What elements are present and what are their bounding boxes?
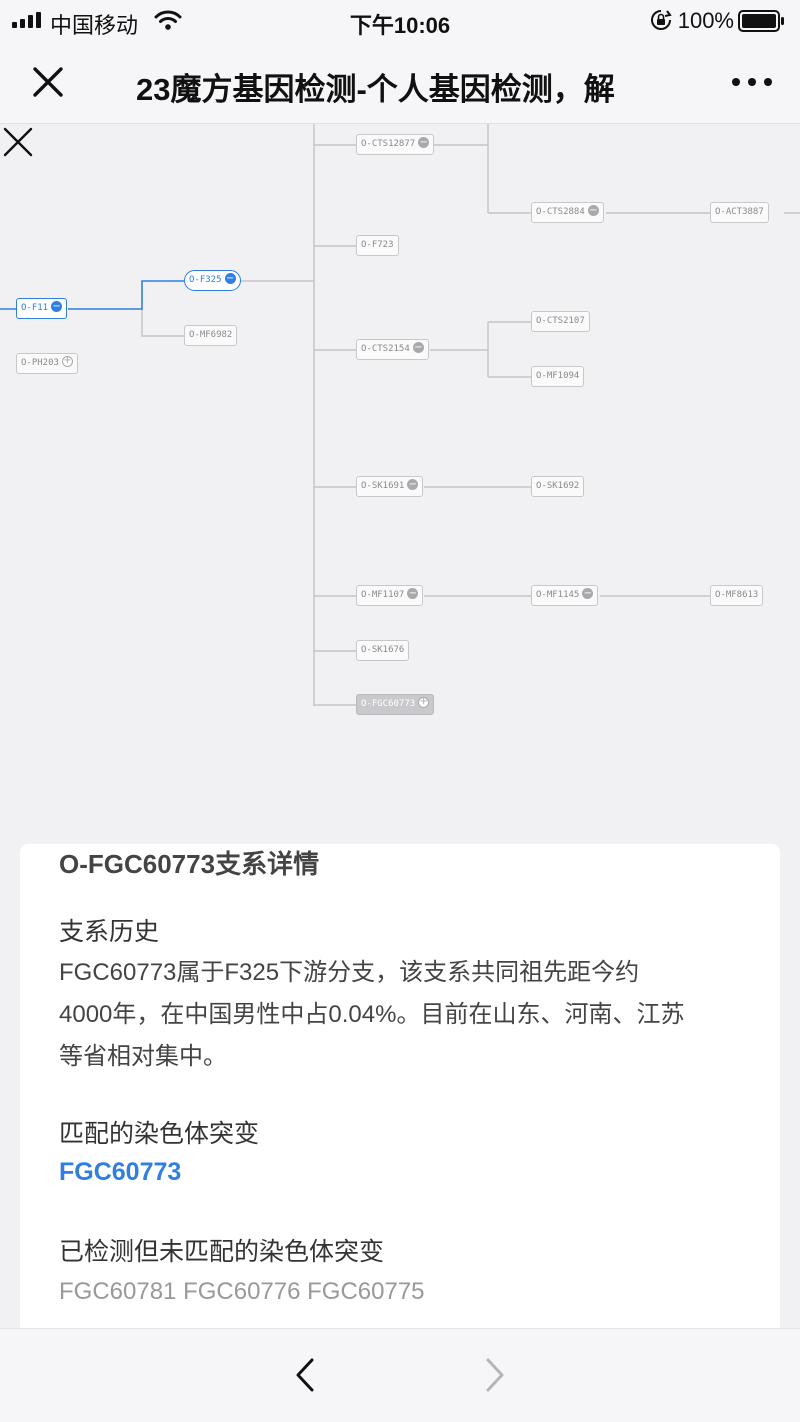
history-text: FGC60773属于F325下游分支，该支系共同祖先距今约 4000年，在中国男… — [59, 959, 685, 1070]
unmatched-mutations: FGC60781 FGC60776 FGC60775 — [59, 1278, 425, 1305]
tree-node-f11[interactable]: O-F11− — [16, 298, 68, 319]
collapse-icon[interactable]: − — [582, 588, 594, 599]
battery-percent: 100% — [677, 8, 734, 33]
close-icon[interactable] — [28, 62, 68, 102]
tree-connectors — [0, 124, 800, 706]
collapse-icon[interactable]: − — [407, 588, 419, 599]
tree-node-act3887[interactable]: O-ACT3887 — [710, 202, 769, 223]
page-title: 23魔方基因检测-个人基因检测，解 — [136, 72, 615, 104]
tree-node-mf6982[interactable]: O-MF6982 — [184, 325, 238, 346]
tree-node-mf8613[interactable]: O-MF8613 — [710, 585, 764, 606]
carrier-name: 中国移动 — [50, 13, 139, 38]
signal-icon — [12, 12, 41, 28]
nav-bar: 23魔方基因检测-个人基因检测，解 — [0, 40, 800, 124]
haplogroup-tree[interactable]: O-F11− O-PH203+ O-F325− O-MF6982 O-CTS12… — [0, 124, 800, 844]
tree-node-ph203[interactable]: O-PH203+ — [16, 353, 78, 374]
tree-node-sk1692[interactable]: O-SK1692 — [531, 476, 585, 497]
branch-detail-card: O-FGC60773支系详情 支系历史 FGC60773属于F325下游分支，该… — [20, 844, 780, 1328]
expand-icon[interactable]: + — [61, 355, 73, 367]
tree-node-sk1691[interactable]: O-SK1691− — [356, 476, 424, 497]
card-title: O-FGC60773支系详情 — [59, 849, 320, 879]
tree-node-sk1676[interactable]: O-SK1676 — [356, 640, 410, 661]
tree-node-cts2107[interactable]: O-CTS2107 — [531, 311, 590, 332]
tree-node-cts2154[interactable]: O-CTS2154− — [356, 339, 429, 360]
collapse-icon[interactable]: − — [587, 205, 599, 216]
tree-node-f325[interactable]: O-F325− — [184, 270, 241, 291]
clock: 下午10:06 — [349, 13, 451, 38]
back-arrow-icon[interactable] — [290, 1357, 320, 1393]
tree-node-cts12877[interactable]: O-CTS12877− — [356, 134, 435, 155]
unmatched-heading: 已检测但未匹配的染色体突变 — [59, 1238, 385, 1266]
tree-node-mf1094[interactable]: O-MF1094 — [531, 366, 585, 387]
collapse-icon[interactable]: − — [224, 273, 236, 284]
wifi-icon — [154, 10, 182, 30]
tree-node-cts2884[interactable]: O-CTS2884− — [531, 202, 604, 223]
collapse-icon[interactable]: − — [51, 301, 63, 312]
tree-node-fgc60773[interactable]: O-FGC60773+ — [356, 694, 435, 715]
collapse-icon[interactable]: − — [418, 137, 430, 148]
collapse-icon[interactable]: − — [407, 479, 419, 490]
close-icon[interactable] — [0, 124, 36, 160]
bottom-toolbar — [0, 1328, 800, 1422]
orientation-lock-icon — [651, 10, 672, 30]
tree-node-mf1107[interactable]: O-MF1107− — [356, 585, 424, 606]
battery-icon — [738, 10, 784, 32]
matched-heading: 匹配的染色体突变 — [59, 1120, 260, 1148]
tree-node-mf1145[interactable]: O-MF1145− — [531, 585, 599, 606]
history-heading: 支系历史 — [59, 918, 160, 946]
tree-node-f723[interactable]: O-F723 — [356, 235, 399, 256]
matched-mutation[interactable]: FGC60773 — [59, 1158, 182, 1186]
collapse-icon[interactable]: − — [412, 342, 424, 353]
expand-icon[interactable]: + — [418, 696, 430, 708]
status-bar: 中国移动 下午10:06 100% — [0, 0, 800, 40]
more-options-icon[interactable] — [728, 70, 776, 94]
forward-arrow-icon[interactable] — [480, 1357, 510, 1393]
